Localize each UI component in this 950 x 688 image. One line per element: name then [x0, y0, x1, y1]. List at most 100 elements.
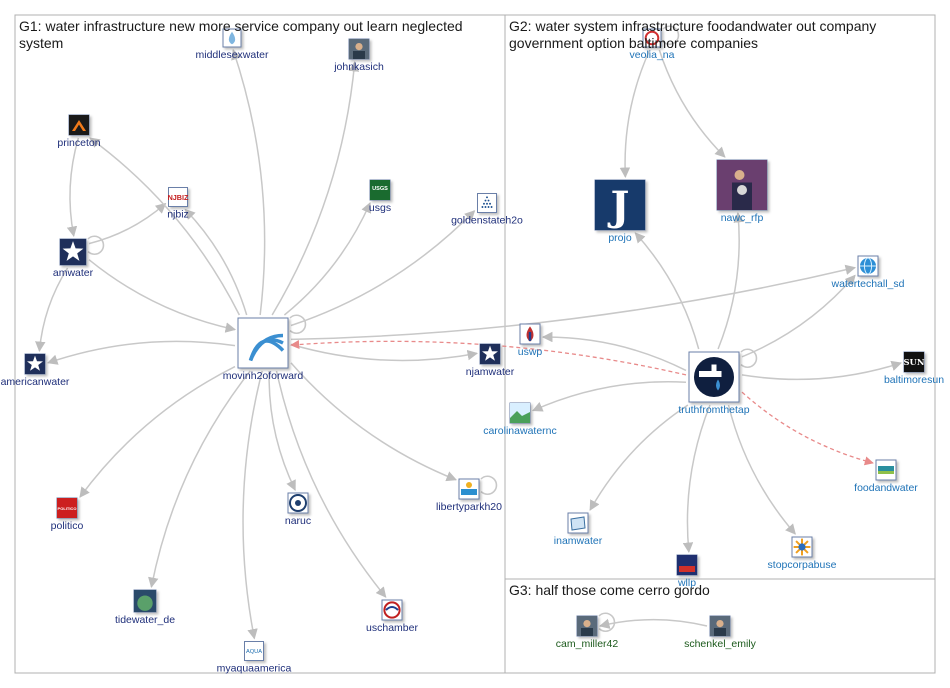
group-panels: [14, 14, 936, 674]
node-truthfromthetap[interactable]: truthfromthetap: [678, 351, 750, 416]
node-movinh2oforward[interactable]: movinh2oforward: [223, 317, 304, 382]
node-label: amwater: [53, 267, 94, 279]
edge-movinh2oforward-politico: [79, 365, 236, 498]
node-label: carolinawaternc: [483, 425, 557, 437]
node-label: veolia_na: [630, 49, 675, 61]
node-label: inamwater: [554, 535, 603, 547]
group-titles: G1: water infrastructure new more servic…: [19, 18, 876, 598]
edge-amwater-amwater: [87, 235, 105, 256]
person-photo-icon: [576, 615, 598, 637]
node-uschamber[interactable]: uschamber: [366, 599, 418, 634]
usgs-logo-icon: USGS: [369, 179, 391, 201]
edge-amwater-americanwater: [35, 267, 69, 353]
edge-movinh2oforward-libertyparkh20: [290, 362, 457, 482]
node-label: naruc: [285, 515, 311, 527]
map-logo-icon: [567, 512, 589, 534]
edge-truthfromthetap-carolinawaternc: [532, 381, 687, 412]
node-amwater[interactable]: amwater: [53, 238, 94, 279]
node-label: schenkel_emily: [684, 638, 757, 650]
star-logo-icon: [24, 353, 46, 375]
edge-libertyparkh20-libertyparkh20: [480, 475, 498, 496]
node-label: politico: [51, 520, 84, 532]
node-label: watertechall_sd: [831, 278, 905, 290]
node-americanwater[interactable]: americanwater: [1, 353, 70, 388]
group-title-g1-line2: system: [19, 35, 63, 51]
edge-truthfromthetap-projo: [634, 232, 700, 350]
node-uswp[interactable]: uswp: [518, 323, 543, 358]
group-title-g2: G2: water system infrastructure foodandw…: [509, 18, 876, 34]
star-logo-icon: [59, 238, 87, 266]
politico-logo-icon: POLITICO: [56, 497, 78, 519]
group-panel-g2: [504, 14, 936, 580]
edge-princeton-amwater: [66, 137, 80, 238]
edge-veolia_na-veolia_na: [662, 25, 680, 46]
node-stopcorpabuse[interactable]: stopcorpabuse: [768, 536, 837, 571]
node-schenkel_emily[interactable]: schenkel_emily: [684, 615, 757, 650]
person-photo-icon: [709, 615, 731, 637]
node-libertyparkh20[interactable]: libertyparkh20: [436, 478, 502, 513]
node-label: njbiz: [167, 209, 189, 221]
orange-chevron-logo-icon: [68, 114, 90, 136]
sunburst-logo-icon: [791, 536, 813, 558]
node-label: movinh2oforward: [223, 370, 304, 382]
svg-text:USGS: USGS: [372, 186, 388, 192]
flag-drop-logo-icon: [519, 323, 541, 345]
node-princeton[interactable]: princeton: [57, 114, 101, 149]
edge-movinh2oforward-njamwater: [290, 343, 479, 362]
edge-truthfromthetap-truthfromthetap: [740, 348, 758, 369]
node-inamwater[interactable]: inamwater: [554, 512, 603, 547]
node-label: princeton: [57, 137, 100, 149]
edge-movinh2oforward-njbiz: [184, 208, 248, 316]
aqua-logo-icon: AQUA: [244, 641, 264, 661]
edge-amwater-movinh2oforward: [88, 259, 237, 333]
node-label: njamwater: [466, 366, 515, 378]
veolia-logo-icon: [642, 28, 662, 48]
svg-text:AQUA: AQUA: [246, 649, 262, 655]
node-foodandwater[interactable]: foodandwater: [854, 459, 918, 494]
node-carolinawaternc[interactable]: carolinawaternc: [483, 402, 557, 437]
edge-truthfromthetap-nawc_rfp: [717, 211, 744, 350]
group-title-g3: G3: half those come cerro gordo: [509, 582, 710, 598]
triangle-dots-logo-icon: [477, 193, 497, 213]
node-naruc[interactable]: naruc: [285, 492, 311, 527]
node-veolia_na[interactable]: veolia_na: [630, 28, 675, 61]
letter-j-logo-icon: J: [594, 179, 646, 231]
node-label: wllp: [677, 577, 696, 589]
node-wllp[interactable]: wllp: [676, 554, 698, 589]
node-nawc_rfp[interactable]: nawc_rfp: [716, 159, 768, 224]
node-label: usgs: [369, 202, 391, 214]
edge-movinh2oforward-uschamber: [275, 370, 387, 598]
seal-logo-icon: [287, 492, 309, 514]
node-label: middlesexwater: [196, 49, 269, 61]
node-njbiz[interactable]: NJBIZ njbiz: [167, 187, 189, 221]
node-johnkasich[interactable]: johnkasich: [333, 38, 384, 73]
node-label: uswp: [518, 346, 543, 358]
node-label: goldenstateh2o: [451, 215, 523, 227]
edge-cam_miller42-cam_miller42: [598, 612, 616, 633]
node-label: johnkasich: [333, 61, 384, 73]
svg-text:NJBIZ: NJBIZ: [168, 193, 189, 202]
node-njamwater[interactable]: njamwater: [466, 343, 515, 378]
node-goldenstateh2o[interactable]: goldenstateh2o: [451, 193, 523, 227]
node-usgs[interactable]: USGS usgs: [369, 179, 391, 214]
node-label: cam_miller42: [556, 638, 619, 650]
node-middlesexwater[interactable]: middlesexwater: [196, 28, 269, 61]
svg-text:POLITICO: POLITICO: [58, 506, 77, 511]
edge-veolia_na-nawc_rfp: [658, 49, 726, 158]
edge-veolia_na-projo: [619, 49, 651, 179]
edge-movinh2oforward-naruc: [268, 370, 296, 491]
node-watertechall_sd[interactable]: watertechall_sd: [831, 255, 905, 290]
node-label: libertyparkh20: [436, 501, 502, 513]
node-label: uschamber: [366, 622, 418, 634]
edge-movinh2oforward-middlesexwater: [231, 49, 266, 316]
node-politico[interactable]: POLITICO politico: [51, 497, 84, 532]
node-label: tidewater_de: [115, 614, 175, 626]
edge-truthfromthetap-baltimoresun: [741, 360, 902, 381]
node-tidewater_de[interactable]: tidewater_de: [115, 589, 175, 626]
edge-truthfromthetap-foodandwater: [741, 391, 874, 466]
node-cam_miller42[interactable]: cam_miller42: [556, 615, 619, 650]
